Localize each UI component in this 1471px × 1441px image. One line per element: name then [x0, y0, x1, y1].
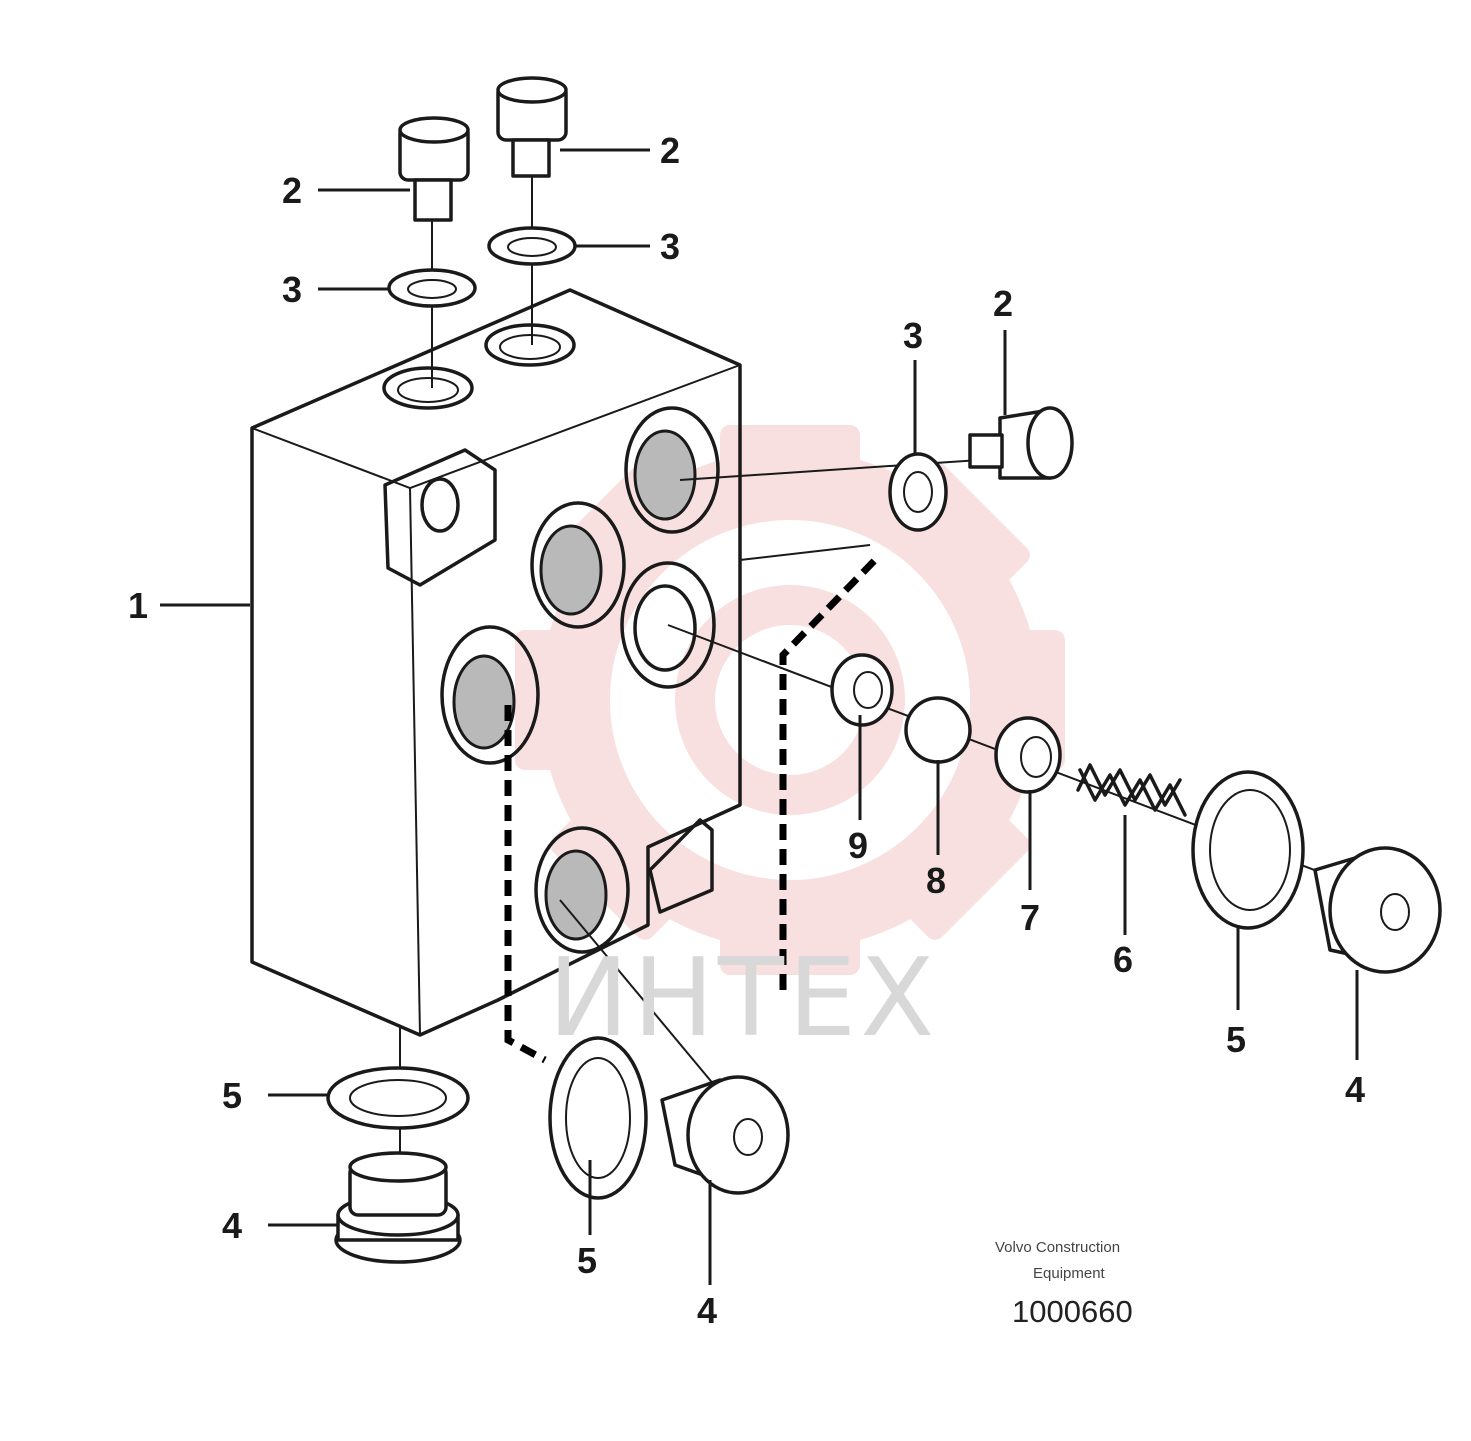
- watermark-text: ИНТЕХ: [548, 936, 938, 1061]
- callout-4-bottom-left: 4: [222, 1205, 242, 1246]
- seal-ring-bottom-left: [326, 1066, 470, 1130]
- ball: [904, 696, 972, 764]
- callout-labels: 1 2 3 2 3 3 2 9 8 7 6 5 4 5 4 5 4: [128, 130, 1365, 1331]
- callout-4-bottom-center: 4: [697, 1290, 717, 1331]
- callout-1: 1: [128, 585, 148, 626]
- callout-6: 6: [1113, 939, 1133, 980]
- washer-right: [888, 452, 948, 532]
- washer-top-left: [387, 268, 477, 308]
- screw-top-center: [496, 76, 568, 178]
- seal-ring-bottom-center: [548, 1036, 648, 1200]
- caption-block: Volvo Construction Equipment 1000660: [995, 1239, 1133, 1329]
- screw-right: [968, 406, 1074, 480]
- plug-bottom-center: [660, 1075, 790, 1195]
- callout-3-top-center: 3: [660, 226, 680, 267]
- leader-lines: [160, 148, 1359, 1285]
- callout-2-top-left: 2: [282, 170, 302, 211]
- poppet: [994, 716, 1062, 794]
- callout-5-bottom-center: 5: [577, 1240, 597, 1281]
- caption-line-1: Volvo Construction: [995, 1239, 1120, 1256]
- spring: [1076, 763, 1187, 817]
- callout-4-right: 4: [1345, 1069, 1365, 1110]
- washer-top-center: [487, 226, 577, 266]
- seal-ring-right: [1191, 770, 1305, 930]
- valve-block-body: [250, 288, 742, 1037]
- callout-3-top-left: 3: [282, 269, 302, 310]
- callout-9: 9: [848, 825, 868, 866]
- plug-right: [1313, 846, 1442, 974]
- callout-2-top-center: 2: [660, 130, 680, 171]
- reference-number: 1000660: [1012, 1294, 1133, 1329]
- callout-2-right: 2: [993, 283, 1013, 324]
- callout-3-right: 3: [903, 315, 923, 356]
- callout-8: 8: [926, 860, 946, 901]
- callout-5-bottom-left: 5: [222, 1075, 242, 1116]
- plug-bottom-left: [334, 1151, 462, 1264]
- screw-top-left: [398, 116, 470, 222]
- callout-7: 7: [1020, 897, 1040, 938]
- valve-seat: [830, 653, 894, 727]
- hidden-lines: [504, 557, 878, 1064]
- caption-line-2: Equipment: [1033, 1265, 1106, 1282]
- callout-5-right: 5: [1226, 1019, 1246, 1060]
